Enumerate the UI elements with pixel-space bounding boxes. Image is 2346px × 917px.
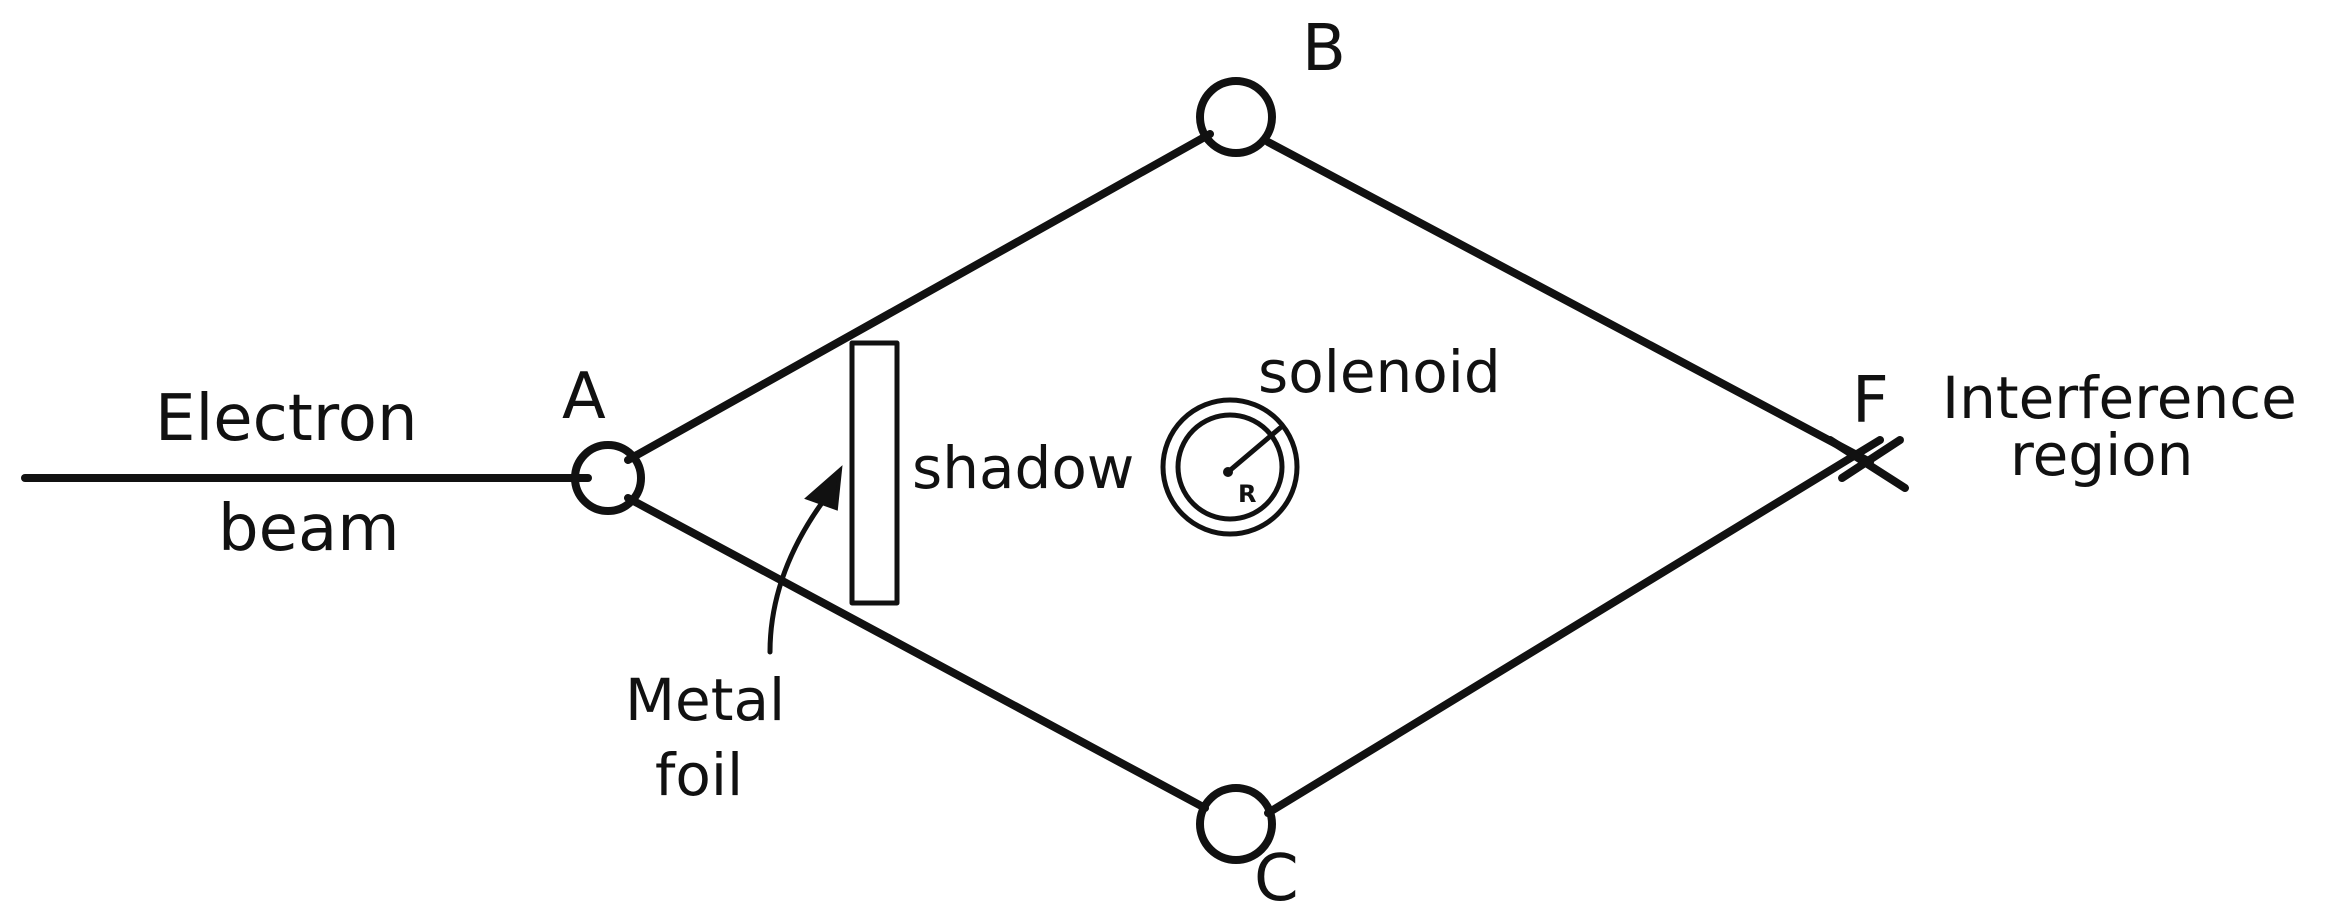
beam-label: beam	[218, 492, 400, 566]
metal-foil-rect	[849, 340, 900, 606]
path-c-to-f	[1264, 436, 1884, 817]
foil-label: foil	[655, 741, 743, 809]
node-c-circle	[1196, 784, 1276, 864]
path-a-to-b	[624, 130, 1214, 464]
node-b-circle	[1196, 77, 1276, 157]
ray-extension-upper	[1838, 436, 1904, 482]
node-a-label: A	[562, 360, 606, 434]
path-b-to-f	[1264, 138, 1874, 466]
metal-label: Metal	[625, 666, 785, 734]
node-f-label: F	[1852, 364, 1889, 438]
foil-arrow	[767, 489, 833, 655]
foil-arrow-head	[804, 465, 843, 511]
solenoid-label: solenoid	[1258, 338, 1501, 406]
node-a-circle	[571, 441, 645, 515]
interference-label: Interference	[1942, 364, 2297, 432]
path-a-to-c	[624, 494, 1209, 812]
shadow-label: shadow	[912, 434, 1134, 502]
radius-label: R	[1238, 480, 1256, 508]
solenoid-outer	[1160, 397, 1300, 537]
solenoid-radius-line	[1225, 425, 1283, 475]
electron-label: Electron	[155, 382, 418, 456]
node-b-label: B	[1302, 12, 1346, 86]
solenoid-center-dot	[1223, 467, 1233, 477]
node-c-label: C	[1254, 842, 1299, 916]
region-label: region	[2010, 421, 2193, 489]
solenoid-inner	[1175, 412, 1285, 522]
